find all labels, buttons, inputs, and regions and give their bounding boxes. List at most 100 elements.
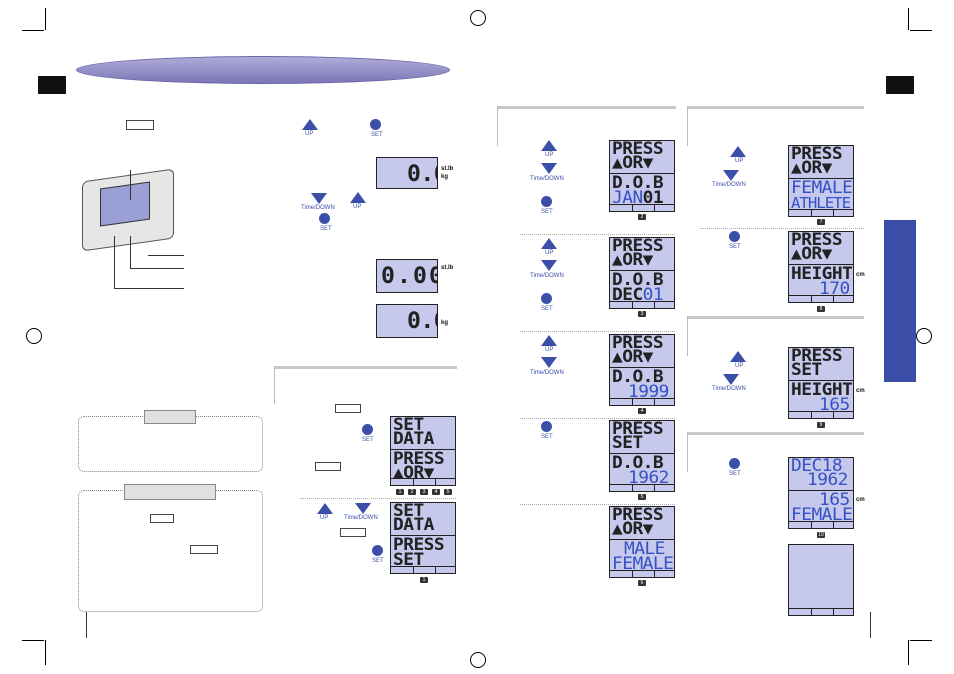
weight-display-1: 0.0 [376, 157, 438, 189]
up-button-icon[interactable] [350, 192, 366, 203]
unit-kg: kg [441, 320, 449, 326]
set-button-icon[interactable] [541, 293, 552, 304]
step-number: 5 [444, 489, 452, 495]
up-button-icon[interactable] [541, 140, 557, 151]
section-rule [688, 432, 864, 435]
time-down-button-icon[interactable] [723, 374, 739, 385]
step-number: 9 [817, 422, 825, 428]
note-box-2 [78, 490, 263, 612]
screen-set-data-2: SET DATA PRESS SET [390, 502, 456, 574]
step-number: 1 [420, 577, 428, 583]
step-number: 4 [432, 489, 440, 495]
up-button-icon[interactable] [730, 146, 746, 157]
step-number: 6 [638, 580, 646, 586]
set-button-icon[interactable] [372, 545, 383, 556]
time-down-label: Time/DOWN [530, 370, 564, 376]
set-button-icon[interactable] [729, 231, 740, 242]
up-label: UP [353, 204, 362, 210]
screen-dob-1999: PRESS ▲OR▼ D.O.B 1999 [609, 334, 675, 406]
unit-stlb: st.lb [441, 265, 454, 271]
step-number: 7 [817, 219, 825, 225]
set-label: SET [541, 209, 553, 215]
step-number: 8 [817, 306, 825, 312]
screen-height-170: PRESS ▲OR▼ HEIGHT 170 [788, 231, 854, 303]
time-down-button-icon[interactable] [355, 503, 371, 514]
screen-dob-1962: PRESS SET D.O.B 1962 [609, 420, 675, 492]
screen-type: PRESS ▲OR▼ FEMALE ATHLETE [788, 145, 854, 217]
set-button-icon[interactable] [541, 196, 552, 207]
up-label: UP [320, 515, 329, 521]
screen-dob-dec: PRESS ▲OR▼ D.O.B DEC01 [609, 237, 675, 309]
time-down-button-icon[interactable] [541, 357, 557, 368]
set-button-icon[interactable] [319, 213, 330, 224]
unit-cm: cm [856, 388, 865, 394]
up-button-icon[interactable] [302, 119, 318, 130]
inline-key-box [150, 514, 174, 523]
registration-mark-left [26, 328, 42, 344]
time-down-label: Time/DOWN [530, 273, 564, 279]
page-tab-right [886, 76, 914, 94]
weight-display-3: 0.0 [376, 304, 438, 338]
set-button-icon[interactable] [729, 458, 740, 469]
up-label: UP [305, 131, 314, 137]
step-number: 2 [638, 214, 646, 220]
set-button-icon[interactable] [362, 424, 373, 435]
registration-mark-right [916, 328, 932, 344]
step-number: 4 [638, 408, 646, 414]
inline-key-box [190, 545, 218, 554]
time-down-label: Time/DOWN [712, 386, 746, 392]
set-label: SET [320, 226, 332, 232]
registration-mark-bottom [470, 652, 486, 668]
time-down-label: Time/DOWN [530, 176, 564, 182]
side-tab [884, 220, 916, 382]
time-down-label: Time/DOWN [301, 205, 335, 211]
step-number: 10 [817, 532, 825, 538]
screen-summary: DEC18 1962 165 FEMALE [788, 457, 854, 529]
screen-dob-jan: PRESS ▲OR▼ D.O.B JAN01 [609, 140, 675, 212]
step-number: 3 [638, 311, 646, 317]
up-label: UP [545, 250, 554, 256]
up-button-icon[interactable] [730, 351, 746, 362]
set-label: SET [729, 244, 741, 250]
step-number: 2 [408, 489, 416, 495]
set-label: SET [371, 132, 383, 138]
time-down-label: Time/DOWN [344, 515, 378, 521]
screen-height-165: PRESS SET HEIGHT 165 [788, 347, 854, 419]
step-number: 1 [396, 489, 404, 495]
up-label: UP [735, 158, 744, 164]
registration-mark-top [470, 10, 486, 26]
up-button-icon[interactable] [541, 238, 557, 249]
time-down-button-icon[interactable] [541, 163, 557, 174]
inline-key-box [335, 404, 361, 413]
section-rule [275, 366, 457, 369]
unit-cm: cm [856, 272, 865, 278]
set-label: SET [541, 434, 553, 440]
step-number: 3 [420, 489, 428, 495]
up-button-icon[interactable] [541, 335, 557, 346]
time-down-button-icon[interactable] [541, 260, 557, 271]
note-box-1-title [144, 410, 196, 424]
set-label: SET [541, 306, 553, 312]
up-label: UP [735, 363, 744, 369]
set-button-icon[interactable] [370, 119, 381, 130]
section-rule [498, 106, 676, 109]
step-number: 5 [638, 494, 646, 500]
time-down-button-icon[interactable] [723, 170, 739, 181]
screen-blank [788, 544, 854, 616]
set-button-icon[interactable] [541, 421, 552, 432]
screen-gender: PRESS ▲OR▼ MALE FEMALE [609, 506, 675, 578]
device-screen [100, 181, 150, 227]
set-label: SET [372, 558, 384, 564]
section-rule [688, 316, 864, 319]
unit-stlb: st.lb [441, 166, 454, 172]
up-button-icon[interactable] [317, 503, 333, 514]
screen-set-data-1: SET DATA PRESS ▲OR▼ [390, 416, 456, 486]
weight-display-2: 0.00 [376, 259, 438, 293]
set-label: SET [362, 437, 374, 443]
time-down-button-icon[interactable] [311, 193, 327, 204]
inline-key-box [315, 462, 341, 471]
note-box-2-title [124, 484, 216, 500]
header-band [76, 56, 450, 84]
time-down-label: Time/DOWN [712, 182, 746, 188]
unit-kg: kg [441, 174, 449, 180]
